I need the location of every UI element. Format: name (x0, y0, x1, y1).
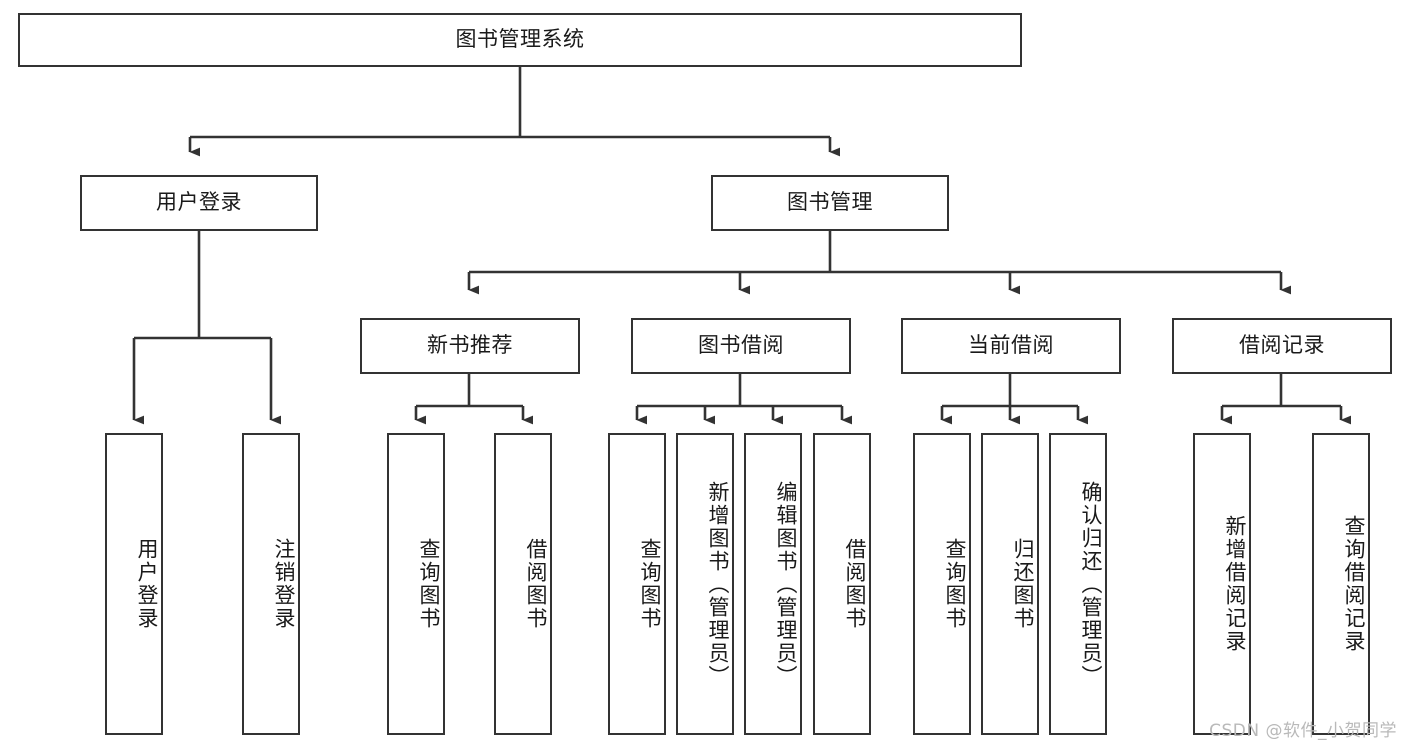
node-label: 查询图书 (638, 538, 662, 630)
watermark: CSDN @软件_小贺同学 (1209, 721, 1397, 741)
node-new-book-recommend[interactable]: 新书推荐 (360, 318, 580, 374)
node-root-system[interactable]: 图书管理系统 (18, 13, 1022, 67)
leaf-user-login-signin[interactable]: 用户登录 (105, 433, 163, 735)
node-current-borrow[interactable]: 当前借阅 (901, 318, 1121, 374)
leaf-records-query-record[interactable]: 查询借阅记录 (1312, 433, 1370, 735)
node-book-management[interactable]: 图书管理 (711, 175, 949, 231)
node-label: 编辑图书（管理员） (774, 480, 798, 688)
leaf-borrow-add-book-admin[interactable]: 新增图书（管理员） (676, 433, 734, 735)
node-label: 借阅图书 (843, 538, 867, 630)
node-label: 查询图书 (943, 538, 967, 630)
leaf-borrow-borrow-book[interactable]: 借阅图书 (813, 433, 871, 735)
node-label: 用户登录 (156, 190, 242, 215)
leaf-user-login-signout[interactable]: 注销登录 (242, 433, 300, 735)
node-label: 新增借阅记录 (1223, 515, 1247, 653)
leaf-current-return-book[interactable]: 归还图书 (981, 433, 1039, 735)
leaf-current-query-book[interactable]: 查询图书 (913, 433, 971, 735)
node-label: 查询借阅记录 (1342, 515, 1366, 653)
node-user-login[interactable]: 用户登录 (80, 175, 318, 231)
node-label: 借阅记录 (1239, 333, 1325, 358)
node-label: 新增图书（管理员） (706, 480, 730, 688)
node-label: 确认归还（管理员） (1079, 480, 1103, 688)
node-label: 注销登录 (272, 538, 296, 630)
leaf-records-add-record[interactable]: 新增借阅记录 (1193, 433, 1251, 735)
node-label: 查询图书 (417, 538, 441, 630)
leaf-borrow-edit-book-admin[interactable]: 编辑图书（管理员） (744, 433, 802, 735)
leaf-borrow-query-book[interactable]: 查询图书 (608, 433, 666, 735)
node-label: 当前借阅 (968, 333, 1054, 358)
node-label: 图书管理 (787, 190, 873, 215)
node-label: 图书借阅 (698, 333, 784, 358)
leaf-current-confirm-return-admin[interactable]: 确认归还（管理员） (1049, 433, 1107, 735)
node-label: 借阅图书 (524, 538, 548, 630)
node-label: 新书推荐 (427, 333, 513, 358)
node-borrow-records[interactable]: 借阅记录 (1172, 318, 1392, 374)
node-label: 归还图书 (1011, 538, 1035, 630)
leaf-new-book-borrow[interactable]: 借阅图书 (494, 433, 552, 735)
node-label: 用户登录 (135, 538, 159, 630)
node-book-borrow[interactable]: 图书借阅 (631, 318, 851, 374)
leaf-new-book-query[interactable]: 查询图书 (387, 433, 445, 735)
node-label: 图书管理系统 (455, 27, 585, 52)
